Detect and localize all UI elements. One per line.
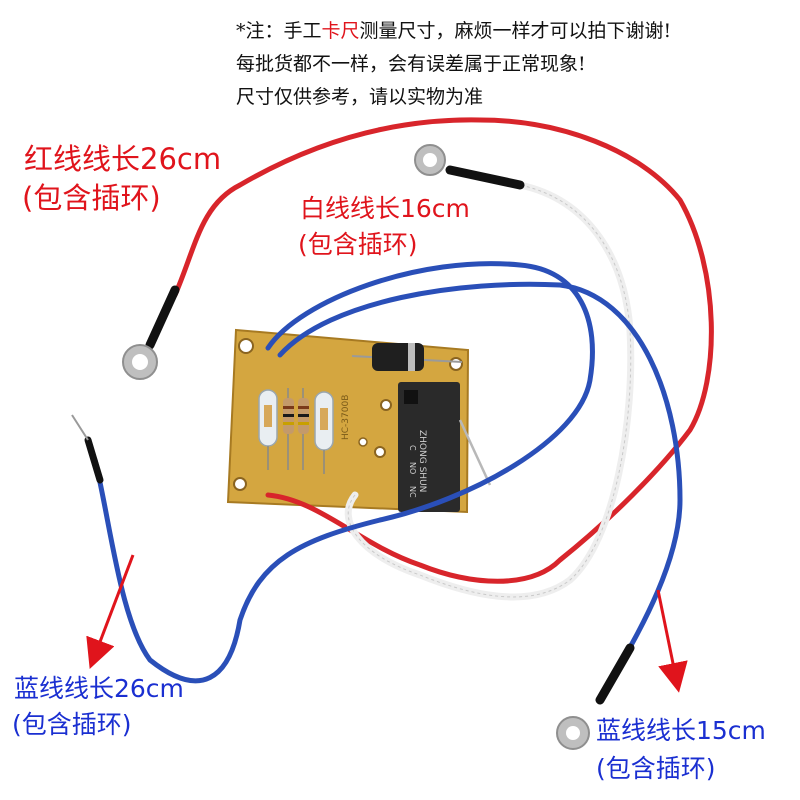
blue-wire-long-note: (包含插环) bbox=[12, 710, 132, 739]
pcb-marking: HC-3700B bbox=[341, 395, 351, 440]
white-wire-length-label: 白线线长16cm bbox=[300, 194, 470, 223]
white-wire bbox=[344, 144, 635, 601]
notice-line-3: 尺寸仅供参考，请以实物为准 bbox=[236, 86, 484, 108]
arrow-blue-long bbox=[86, 554, 135, 670]
white-wire-note: (包含插环) bbox=[298, 230, 418, 259]
switch-brand: ZHONG SHUN bbox=[417, 430, 427, 492]
red-wire-note: (包含插环) bbox=[22, 181, 161, 215]
neon-lamp-left bbox=[258, 389, 278, 470]
blue-wire-long bbox=[71, 261, 595, 684]
blue-wire-short bbox=[277, 281, 683, 750]
blue-wire-short-length-label: 蓝线线长15cm bbox=[596, 716, 766, 745]
resistor-left bbox=[283, 388, 294, 470]
notice-line-1: *注：手工卡尺测量尺寸，麻烦一样才可以拍下谢谢! bbox=[236, 20, 672, 42]
notice-line-2: 每批货都不一样，会有误差属于正常现象! bbox=[236, 53, 586, 75]
arrow-blue-short bbox=[656, 589, 688, 693]
blue-wire-short-note: (包含插环) bbox=[596, 754, 716, 783]
red-wire bbox=[122, 117, 714, 584]
diode bbox=[351, 343, 463, 371]
neon-lamp-right bbox=[314, 391, 334, 474]
switch-pin-c: C bbox=[408, 445, 417, 451]
red-wire-length-label: 红线线长26cm bbox=[24, 142, 222, 176]
micro-switch: ZHONG SHUN C NO NC bbox=[398, 382, 492, 512]
resistor-right bbox=[298, 388, 309, 470]
blue-wire-long-length-label: 蓝线线长26cm bbox=[14, 674, 184, 703]
switch-pin-nc: NC bbox=[408, 486, 417, 498]
switch-pin-no: NO bbox=[408, 462, 417, 474]
